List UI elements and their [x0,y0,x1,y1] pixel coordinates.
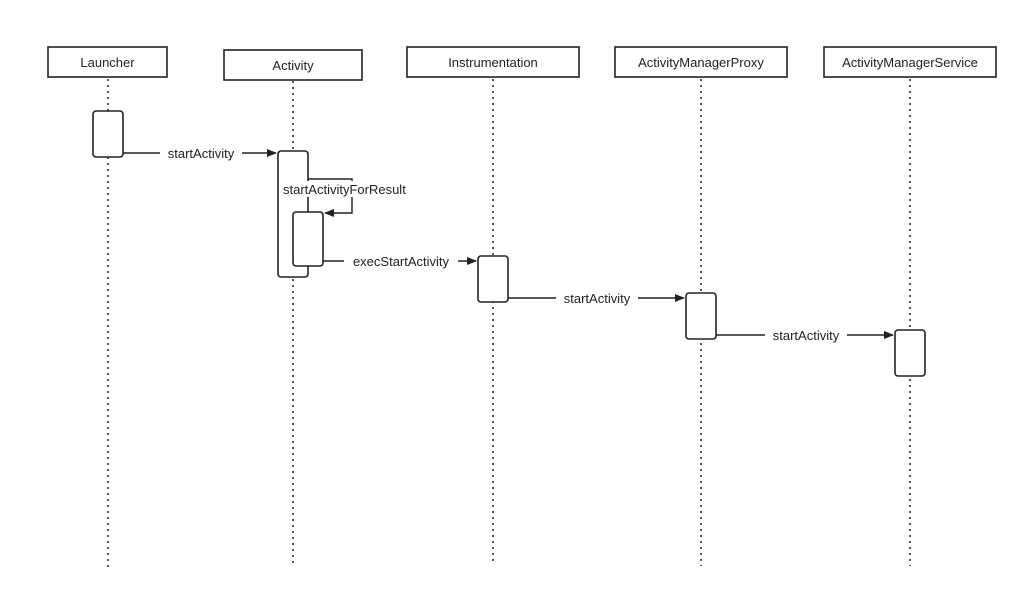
participant-instrumentation: Instrumentation [406,46,580,78]
message-label: execStartActivity [353,254,450,269]
message-activity-to-instrumentation: execStartActivity [323,253,477,269]
message-activity-self-call: startActivityForResult [282,178,420,217]
message-label: startActivity [168,146,235,161]
activation-launcher [92,110,124,158]
participant-launcher: Launcher [47,46,168,78]
participant-label: ActivityManagerProxy [638,55,764,70]
participant-label: Activity [272,58,314,73]
message-label: startActivity [564,291,631,306]
activation-instrumentation [477,255,509,303]
activation-activity-nested [292,211,324,267]
message-instrumentation-to-activitymanagerproxy: startActivity [508,290,685,306]
message-activitymanagerproxy-to-activitymanagerservice: startActivity [716,327,894,343]
activation-activitymanagerservice [894,329,926,377]
participant-label: Instrumentation [448,55,538,70]
message-label: startActivity [773,328,840,343]
message-launcher-to-activity: startActivity [123,145,277,161]
participant-activity: Activity [223,49,363,81]
participant-label: ActivityManagerService [842,55,978,70]
participant-activitymanagerservice: ActivityManagerService [823,46,997,78]
participant-activitymanagerproxy: ActivityManagerProxy [614,46,788,78]
message-label: startActivityForResult [283,182,406,197]
activation-activitymanagerproxy [685,292,717,340]
participant-label: Launcher [80,55,135,70]
